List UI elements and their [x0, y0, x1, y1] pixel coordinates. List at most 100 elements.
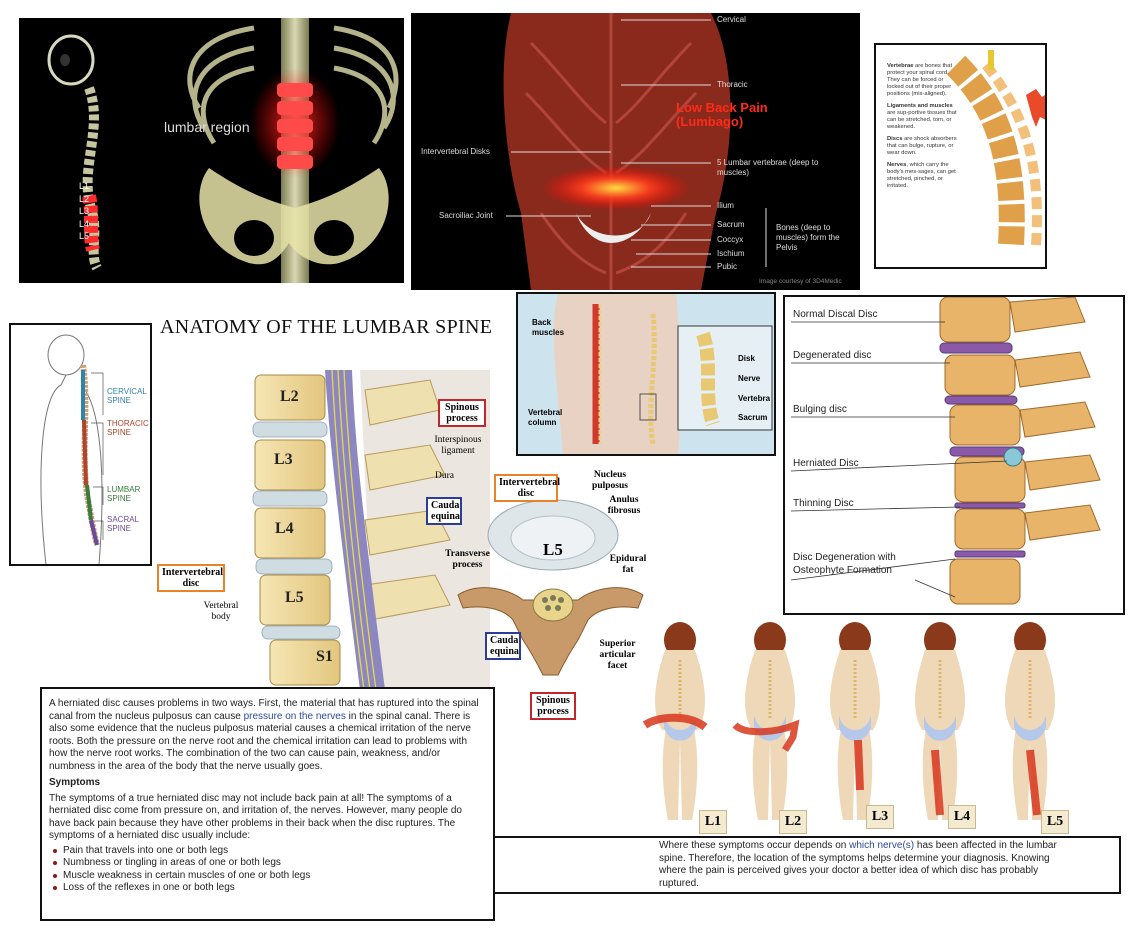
info-item: Discs are shock absorbers that can bulge… [887, 136, 957, 157]
lumbar-side-illustration [946, 50, 1045, 246]
degeneration-spine [790, 297, 1101, 605]
back-muscles-panel: Back muscles Vertebral column Disk Nerve… [516, 292, 776, 456]
normal-disc-label: Normal Discal Disc [793, 309, 878, 320]
dura-label: Dura [435, 471, 454, 481]
lumbar-vertebrae-label: 5 Lumbar vertebrae (deep to muscles) [717, 158, 819, 177]
figure-level-l2: L2 [779, 810, 807, 834]
cauda-equina-tag: Cauda equina [426, 497, 462, 525]
symptoms-heading: Symptoms [49, 777, 101, 788]
skeleton-image: lumbar region L1 L2 L3 L4 L5 [19, 18, 404, 283]
herniated-disc-label: Herniated Disc [793, 458, 859, 469]
back-figures [553, 294, 773, 454]
cs-level-label: L5 [543, 540, 563, 559]
level-label: L2 [79, 193, 90, 204]
pressure-on-nerves-link[interactable]: pressure on the nerves [243, 710, 346, 722]
vertebral-column-label: Vertebral column [528, 408, 563, 427]
vertebra-label-l3: L3 [274, 451, 293, 468]
cs-spinous-tag: Spinous process [530, 692, 576, 720]
cs-disc-tag: Intervertebral disc [494, 474, 560, 502]
sacroiliac-label: Sacroiliac Joint [439, 211, 493, 220]
symptom-item: Loss of the reflexes in one or both legs [53, 882, 486, 895]
pubic-label: Pubic [717, 262, 738, 271]
location-text-a: Where these symptoms occur depends on [659, 840, 850, 851]
vertebra-label: Vertebra [738, 394, 771, 403]
vertebral-body-label: Vertebral body [203, 601, 239, 622]
intervertebral-disks-label: Intervertebral Disks [421, 147, 490, 156]
vertebra-label-l4: L4 [275, 520, 294, 537]
location-text-box [494, 836, 1121, 894]
intervertebral-disc-tag: Intervertebral disc [157, 564, 225, 592]
nucleus-label: Nucleus pulposus [592, 470, 628, 491]
info-term: Nerves [887, 162, 907, 168]
symptoms-paragraph: The symptoms of a true herniated disc ma… [49, 792, 462, 842]
back-muscles-label: Back muscles [532, 318, 565, 337]
thinning-disc-label: Thinning Disc [793, 498, 854, 509]
symptom-item: Pain that travels into one or both legs [53, 845, 486, 858]
vertebrae-info-panel: Vertebrae are bones that protect your sp… [874, 43, 1047, 269]
cross-section-illustration [457, 499, 644, 676]
info-term: Discs [887, 136, 903, 142]
level-labels: L1 L2 L3 L4 L5 [79, 180, 89, 243]
intro-text-b: in the spinal canal. There is also some … [49, 710, 471, 772]
interspinous-label: Interspinous ligament [434, 435, 482, 456]
cervical-label: Cervical [717, 15, 746, 24]
vertebra-label-l2: L2 [280, 388, 299, 405]
info-desc: are sup-portive tissues that can be stre… [887, 110, 957, 130]
low-back-pain-label: Low Back Pain (Lumbago) [676, 100, 768, 129]
cs-cauda-tag: Cauda equina [485, 632, 521, 660]
disc-degeneration-panel: Normal Discal Disc Degenerated disc Bulg… [783, 295, 1125, 615]
nerve-label: Nerve [738, 374, 761, 383]
level-label: L3 [79, 206, 90, 216]
figure-level-l4: L4 [948, 805, 976, 829]
diagram-title: ANATOMY OF THE LUMBAR SPINE [160, 316, 493, 338]
lumbar-region-label: lumbar region [164, 119, 250, 135]
info-item: Nerves, which carry the body's mes-sages… [887, 162, 957, 190]
level-label: L1 [79, 181, 90, 191]
info-desc: are shock absorbers that can bulge, rupt… [887, 136, 957, 156]
info-desc: , which carry the body's mes-sages, can … [887, 162, 956, 189]
muscle-back-image: Cervical Thoracic Low Back Pain (Lumbago… [411, 13, 860, 290]
coccyx-label: Coccyx [717, 235, 744, 244]
muscle-illustration [503, 13, 767, 290]
bones-pelvis-label: Bones (deep to muscles) form the Pelvis [776, 223, 840, 252]
symptom-item: Numbness or tingling in areas of one or … [53, 857, 486, 870]
osteophyte-label: Disc Degeneration with Osteophyte Format… [793, 552, 896, 576]
anulus-label: Anulus fibrosus [607, 495, 641, 516]
info-item: Vertebrae are bones that protect your sp… [887, 63, 957, 98]
herniated-disc-text-box: A herniated disc causes problems in two … [40, 687, 495, 921]
info-desc: are bones that protect your spinal cord.… [887, 63, 953, 97]
transverse-label: Transverse process [445, 549, 490, 570]
which-nerves-link[interactable]: which nerve(s) [849, 840, 915, 851]
figure-level-l5: L5 [1041, 810, 1069, 834]
intro-paragraph: A herniated disc causes problems in two … [49, 698, 486, 773]
info-item: Ligaments and muscles are sup-portive ti… [887, 103, 957, 131]
level-label: L5 [79, 231, 90, 241]
sacrum-label: Sacrum [738, 413, 768, 422]
ischium-label: Ischium [717, 249, 745, 258]
epidural-label: Epidural fat [609, 554, 647, 575]
intro-text-a: A herniated disc causes problems in two … [49, 698, 479, 722]
superior-facet-label: Superior articular facet [599, 639, 636, 671]
sacral-spine-label: SACRAL SPINE [107, 515, 139, 533]
sacrum-label: Sacrum [717, 220, 745, 229]
sagittal-spine-illustration [252, 370, 490, 690]
figure-level-l3: L3 [866, 805, 894, 829]
symptoms-list: Pain that travels into one or both legs … [49, 845, 486, 895]
lumbar-spine-label: LUMBAR SPINE [107, 485, 141, 503]
info-term: Ligaments and muscles [887, 103, 953, 109]
vertebra-label-s1: S1 [316, 648, 333, 665]
degenerated-disc-label: Degenerated disc [793, 350, 872, 361]
ilium-label: Ilium [717, 201, 734, 210]
skeleton-illustration [47, 18, 399, 283]
info-items: Vertebrae are bones that protect your sp… [887, 63, 957, 190]
thoracic-spine-label: THORACIC SPINE [107, 419, 149, 437]
figure-level-l1: L1 [699, 810, 727, 834]
vertebra-label-l5: L5 [285, 589, 304, 606]
symptom-item: Muscle weakness in certain muscles of on… [53, 870, 486, 883]
body-outline [40, 334, 104, 564]
location-text-b: has been affected in the lumbar spine. T… [659, 840, 1057, 889]
level-label: L4 [79, 218, 90, 229]
spine-regions-panel: CERVICAL SPINE THORACIC SPINE LUMBAR SPI… [9, 323, 152, 566]
info-term: Vertebrae [887, 63, 914, 69]
pain-distribution-figures [642, 620, 1057, 822]
